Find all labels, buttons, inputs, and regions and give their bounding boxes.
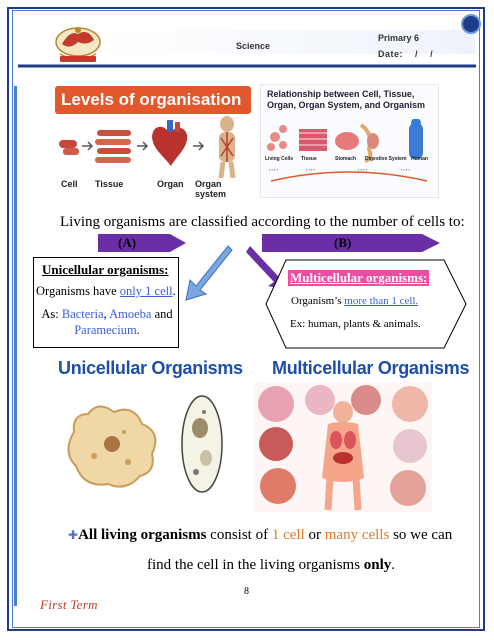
header-grade: Primary 6 xyxy=(378,33,420,43)
date-separator: / xyxy=(430,49,434,59)
relationship-title: Relationship between Cell, Tissue, Organ… xyxy=(267,89,426,110)
date-label: Date: xyxy=(378,49,404,59)
unicellular-definition: Organisms have only 1 cell. xyxy=(36,284,176,299)
summary-text: or xyxy=(304,527,325,543)
page-number: 8 xyxy=(244,586,249,597)
step-note: ▪ ▪ ▪ ▪ xyxy=(358,167,368,172)
examples-prefix: As: xyxy=(41,307,62,321)
summary-highlight: 1 cell xyxy=(271,527,305,543)
school-logo xyxy=(55,27,101,62)
unicellular-box: Unicellular organisms: Organisms have on… xyxy=(33,257,179,348)
levels-title: Levels of organisation xyxy=(55,86,251,114)
definition-highlight: only 1 cell xyxy=(119,284,173,298)
example-amoeba: Amoeba xyxy=(109,307,152,321)
header-date: Date: / / xyxy=(378,49,433,59)
examples-end: . xyxy=(136,323,140,337)
step-label: Tissue xyxy=(301,156,317,162)
summary-bold: All living organisms xyxy=(78,527,207,543)
summary-line-2: find the cell in the living organisms on… xyxy=(147,557,395,574)
step-label: Stomach xyxy=(335,156,357,162)
arrow-a-shape xyxy=(98,234,186,252)
level-label: Organ system xyxy=(195,179,227,199)
page-inner-border xyxy=(12,10,480,628)
example-bacteria: Bacteria xyxy=(61,307,104,321)
examples-and: and xyxy=(151,307,173,321)
summary-bold: only xyxy=(363,557,392,573)
definition-text: Organism’s xyxy=(291,295,345,307)
left-stripe xyxy=(14,86,17,606)
step-note: ▪ ▪ ▪ ▪ xyxy=(269,167,279,172)
relationship-figure: Relationship between Cell, Tissue, Organ… xyxy=(260,84,439,198)
header-band xyxy=(100,30,475,54)
connector-arrows xyxy=(185,245,286,301)
summary-text: find the cell in the living organisms xyxy=(147,557,364,573)
multicellular-definition: Organism’s more than 1 cell. xyxy=(291,295,418,307)
unicellular-title: Unicellular organisms: xyxy=(42,262,169,277)
summary-text: so we can xyxy=(389,527,453,543)
unicellular-illustration xyxy=(67,395,223,493)
arrow-b-shape xyxy=(262,234,440,252)
definition-end: . xyxy=(172,284,176,298)
page-border xyxy=(7,7,485,631)
example-paramecium: Paramecium xyxy=(74,323,137,337)
definition-text: Organisms have xyxy=(36,284,120,298)
level-label: Cell xyxy=(61,179,78,189)
step-label: Human xyxy=(411,156,428,162)
bullet-icon: ✚ xyxy=(68,528,79,542)
level-label: Organ xyxy=(157,179,184,189)
corner-ring-icon xyxy=(461,14,481,34)
arrow-a-label: (A) xyxy=(118,235,137,250)
footer-term: First Term xyxy=(40,597,98,612)
step-label: Digestive System xyxy=(365,156,407,162)
arrow-b-label: (B) xyxy=(334,235,352,250)
step-label: Living Cells xyxy=(265,156,294,162)
unicellular-image-title: Unicellular Organisms xyxy=(58,358,243,378)
summary-line-1: ✚All living organisms consist of 1 cell … xyxy=(68,527,452,544)
step-note: ▪ ▪ ▪ ▪ xyxy=(306,167,316,172)
multicellular-image-title: Multicellular Organisms xyxy=(272,358,470,378)
multicellular-examples: Ex: human, plants & animals. xyxy=(290,318,421,330)
step-note: ▪ ▪ ▪ ▪ xyxy=(401,167,411,172)
multicellular-title: Multicellular organisms: xyxy=(288,270,430,286)
summary-text: . xyxy=(391,557,396,573)
relationship-illustration xyxy=(267,119,428,182)
levels-figure: Levels of organisation Cell Tissue Organ… xyxy=(55,84,255,199)
multicellular-illustration xyxy=(254,382,432,512)
definition-highlight: more than 1 cell. xyxy=(344,295,419,307)
summary-highlight: many cells xyxy=(324,527,390,543)
level-label: Tissue xyxy=(95,179,124,189)
date-separator: / xyxy=(415,49,419,59)
intro-text: Living organisms are classified accordin… xyxy=(60,214,465,230)
levels-illustration xyxy=(59,116,236,178)
examples-sep: , xyxy=(103,307,110,321)
header-subject: Science xyxy=(236,41,271,51)
header-rule xyxy=(18,64,476,68)
summary-text: consist of xyxy=(206,527,272,543)
